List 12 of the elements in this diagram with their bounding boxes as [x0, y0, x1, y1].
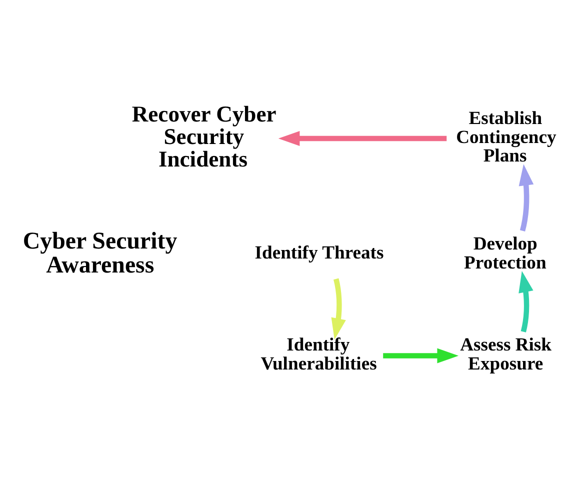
node-text: Assess Risk Exposure [460, 334, 552, 374]
node-text: Recover Cyber Security Incidents [132, 100, 276, 172]
arrow [383, 348, 459, 363]
arrow [518, 164, 534, 231]
arrow [518, 270, 534, 332]
node-text: Develop Protection [464, 233, 546, 273]
node-text: Identify Vulnerabilities [260, 334, 377, 374]
arrow [278, 130, 447, 146]
node-text: Establish Contingency Plans [456, 108, 556, 166]
node-text: Cyber Security Awareness [22, 228, 178, 278]
node-text: Identify Threats [254, 242, 384, 263]
arrow [331, 278, 346, 340]
